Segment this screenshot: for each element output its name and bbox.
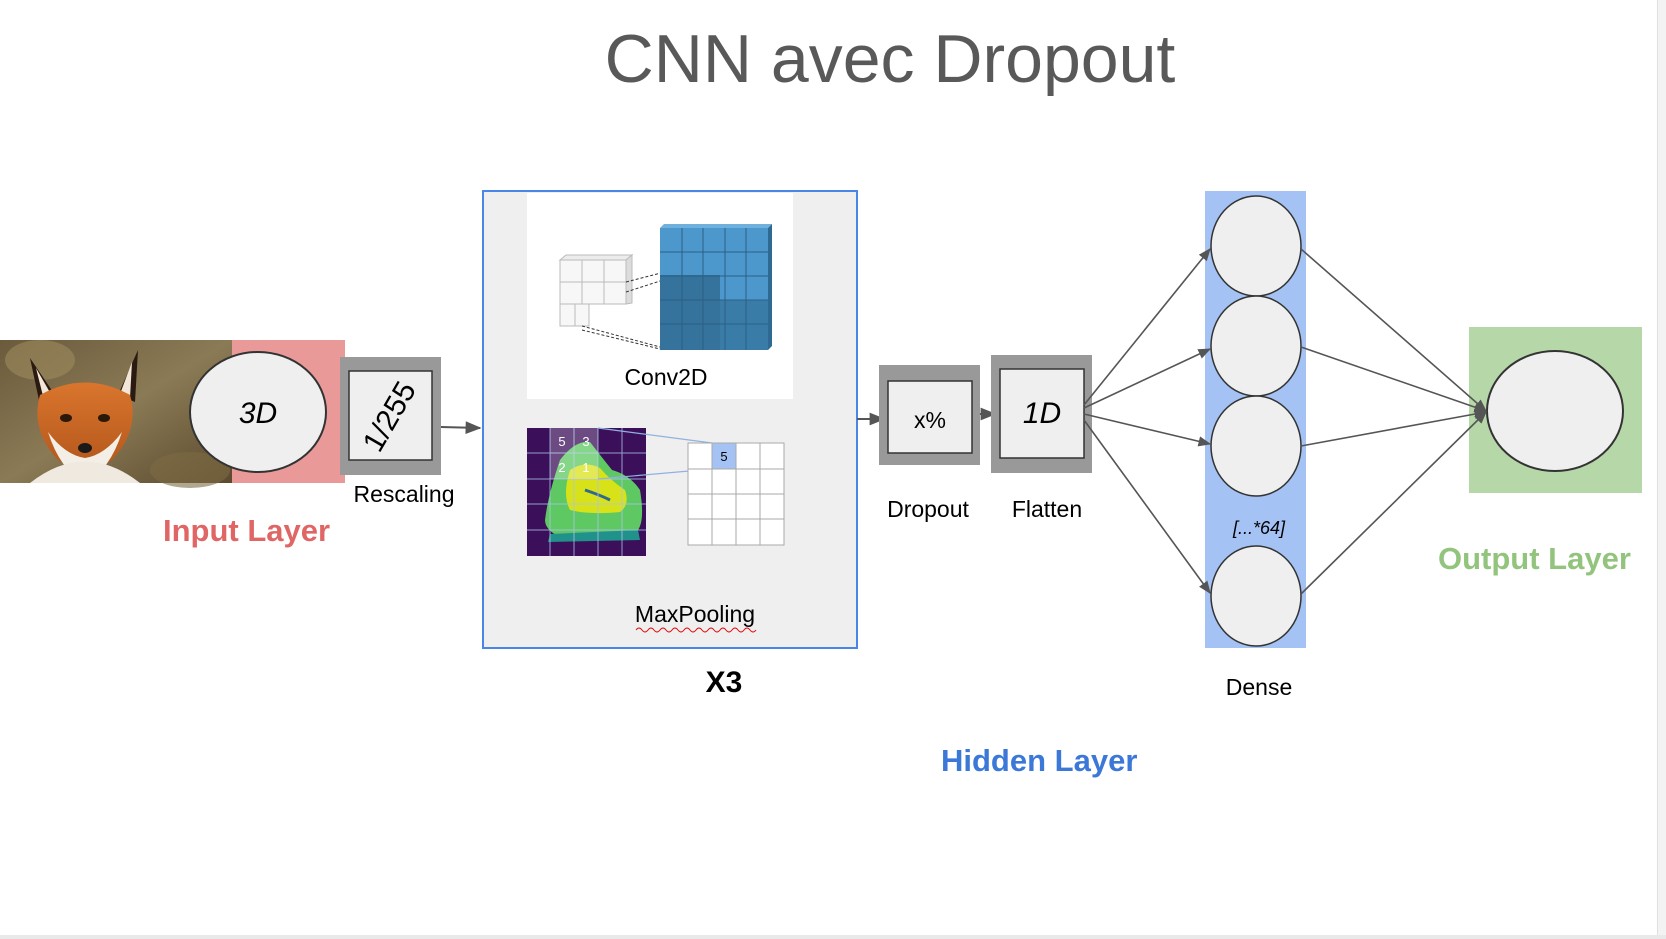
dense-neuron [1210,295,1302,397]
pool-value-0: 5 [558,434,565,449]
dropout-label: Dropout [887,496,969,522]
dropout-box-inner [887,380,973,454]
spellcheck-underline [635,627,757,633]
slide-right-edge [1657,0,1666,939]
output-layer [1469,327,1642,493]
output-neuron [1486,350,1624,472]
input-layer: 3D [0,340,345,488]
dense-to-output-arrows [1300,248,1488,595]
feature-map-cubes [558,224,772,350]
dropout-layer: x% [879,365,980,465]
rescaling-layer: 1/255 [340,357,441,475]
pool-value-3: 1 [582,460,589,475]
fox-image [0,340,232,488]
arrow-rescaling-to-conv [440,421,482,435]
input-node [189,351,327,473]
input-layer-label: Input Layer [163,513,331,548]
diagram-title: CNN avec Dropout [604,21,1176,97]
flatten-to-dense-arrows [1083,248,1212,595]
fashion-mnist-boot-image [527,428,646,556]
input-shape-label: 3D [239,397,277,430]
repeat-label: X3 [706,666,743,699]
dense-units-label: [...*64] [1232,518,1286,538]
pooled-output-value: 5 [720,449,727,464]
slide-bottom-edge [0,935,1666,939]
dense-neuron [1210,195,1302,297]
conv-block: Conv2D 5 3 2 1 [482,190,858,649]
rescaling-label: Rescaling [354,481,455,507]
dense-layer: [...*64] [1205,191,1306,648]
flatten-label: Flatten [1012,496,1082,522]
pool-value-2: 2 [558,460,565,475]
pool-projection-top [597,427,713,444]
flatten-layer: 1D [991,355,1092,473]
pool-value-1: 3 [582,434,589,449]
flatten-box-inner [999,368,1085,459]
pooled-grid [687,442,785,546]
maxpooling-label: MaxPooling [635,601,755,627]
output-layer-label: Output Layer [1438,541,1631,576]
rescaling-box-inner [348,370,433,461]
dense-neuron [1210,545,1302,647]
hidden-layer-label: Hidden Layer [941,743,1138,778]
flatten-value: 1D [1023,397,1061,430]
dropout-value: x% [914,407,946,433]
conv2d-label: Conv2D [624,364,707,390]
dense-label: Dense [1226,674,1292,700]
dense-neuron [1210,395,1302,497]
